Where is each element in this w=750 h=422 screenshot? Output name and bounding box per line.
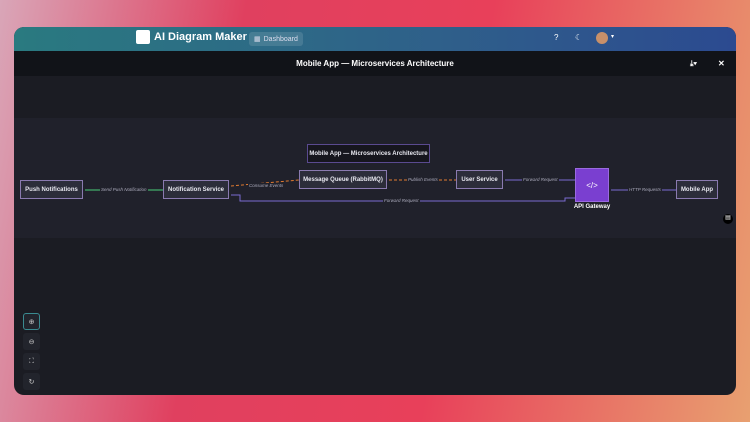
edge-label-forward-2: Forward Request — [383, 198, 420, 203]
grid-icon: ▦ — [254, 36, 261, 43]
reset-button[interactable]: ↻ — [23, 373, 40, 390]
node-push-notifications[interactable]: Push Notifications — [20, 180, 83, 199]
dashboard-label: Dashboard — [263, 35, 298, 43]
node-message-queue[interactable]: Message Queue (RabbitMQ) — [299, 170, 387, 189]
moon-icon[interactable]: ☾ — [575, 33, 583, 42]
node-mobile-app[interactable]: Mobile App — [676, 180, 718, 199]
close-icon[interactable]: ✕ — [718, 59, 725, 68]
chat-icon[interactable]: ▤ — [723, 214, 733, 224]
app-name: AI Diagram Maker — [154, 31, 247, 43]
edge-label-http: HTTP Requests — [628, 187, 662, 192]
chevron-down-icon[interactable]: ▾ — [611, 34, 615, 40]
api-gateway-icon[interactable]: </> — [575, 168, 609, 202]
node-notification-service[interactable]: Notification Service — [163, 180, 229, 199]
top-nav: AI Diagram Maker ▦Dashboard ? ☾ ▾ — [14, 27, 736, 51]
zoom-out-button[interactable]: ⊖ — [23, 333, 40, 350]
app-window: AI Diagram Maker ▦Dashboard ? ☾ ▾ Mobile… — [14, 27, 736, 395]
zoom-in-button[interactable]: ⊕ — [23, 313, 40, 330]
zoom-controls: ⊕ ⊖ ⛶ ↻ — [23, 313, 43, 390]
edge-consume — [230, 179, 300, 187]
page-title: Mobile App — Microservices Architecture — [296, 59, 454, 68]
dashboard-button[interactable]: ▦Dashboard — [249, 32, 303, 46]
help-icon[interactable]: ? — [554, 33, 559, 42]
diagram-title-bar: Mobile App — Microservices Architecture … — [14, 51, 736, 76]
app-logo[interactable]: AI Diagram Maker — [136, 30, 247, 44]
edge-label-send: Send Push Notification — [100, 187, 148, 192]
logo-icon — [136, 30, 150, 44]
api-gateway-label: API Gateway — [573, 204, 611, 210]
fit-view-button[interactable]: ⛶ — [23, 353, 40, 370]
diagram-title-node[interactable]: Mobile App — Microservices Architecture — [307, 144, 430, 163]
edge-label-consume: Consume Events — [248, 183, 285, 188]
edge-label-publish: Publish Events — [407, 177, 439, 182]
node-user-service[interactable]: User Service — [456, 170, 503, 189]
download-icon[interactable]: ⤓▾ — [690, 58, 697, 68]
edge-label-forward: Forward Request — [522, 177, 559, 182]
avatar[interactable] — [596, 32, 608, 44]
